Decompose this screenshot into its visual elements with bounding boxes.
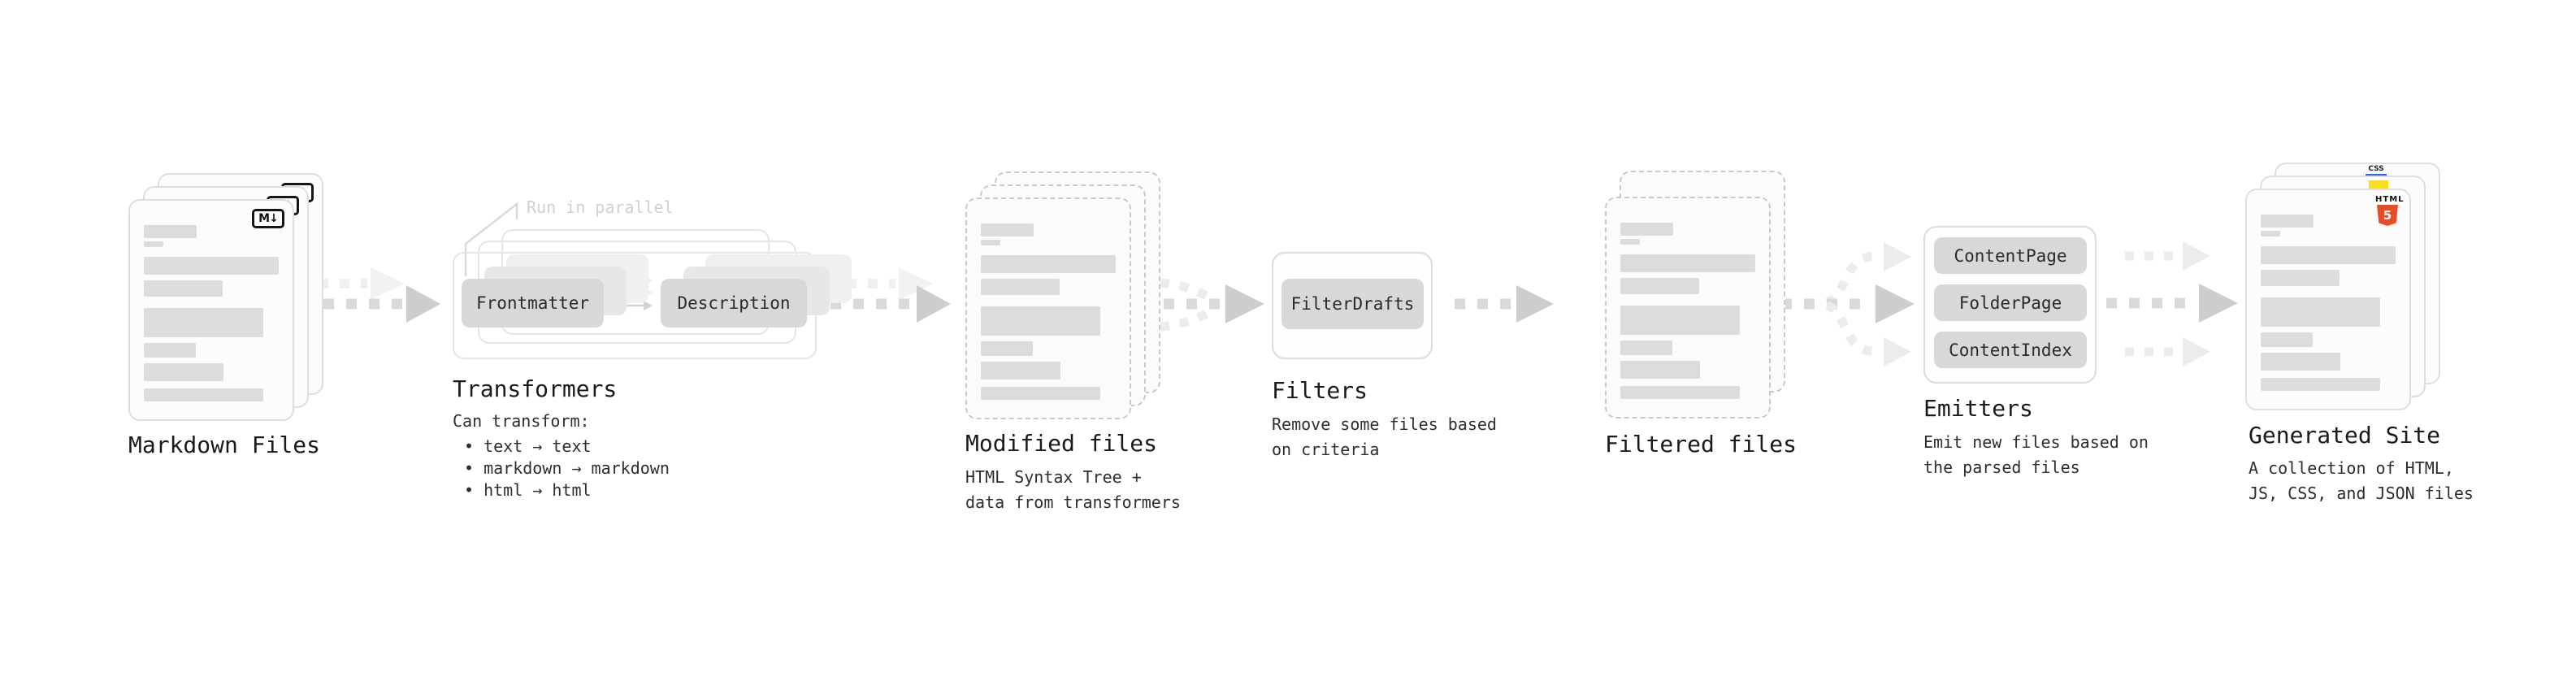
modified-files-stack	[965, 171, 1164, 423]
run-in-parallel-annotation: Run in parallel	[527, 197, 674, 217]
markdown-files-label: Markdown Files	[128, 432, 321, 458]
description-chip: Description	[661, 279, 807, 327]
modified-files-description: HTML Syntax Tree + data from transformer…	[965, 465, 1181, 515]
filtered-file-card	[1605, 197, 1771, 419]
filters-desc-line: Remove some files based	[1272, 414, 1497, 434]
transformers-desc-item: • markdown → markdown	[464, 458, 670, 478]
modified-files-label: Modified files	[965, 430, 1158, 457]
frontmatter-chip: Frontmatter	[462, 279, 604, 327]
filters-label: Filters	[1272, 377, 1368, 404]
arrow-filtered-to-emitters-icon	[1781, 242, 1915, 367]
document-placeholder-lines	[130, 201, 293, 401]
modified-files-desc-line: data from transformers	[965, 492, 1181, 512]
folderpage-chip: FolderPage	[1934, 284, 2087, 321]
contentpage-chip: ContentPage	[1934, 237, 2087, 274]
arrow-markdown-to-transformers-icon	[297, 267, 440, 323]
html5-icon: HTML 5	[2375, 195, 2404, 226]
run-in-parallel-leader-line	[464, 202, 518, 276]
generated-site-desc-line: JS, CSS, and JSON files	[2249, 484, 2474, 503]
arrow-filters-to-filtered-icon	[1455, 285, 1554, 323]
generated-site-label: Generated Site	[2249, 422, 2441, 449]
generated-site-desc-line: A collection of HTML,	[2249, 458, 2454, 478]
html-file-card: HTML 5	[2245, 189, 2411, 410]
arrow-modified-to-filters-icon	[1140, 277, 1264, 332]
transformers-desc-item: • html → html	[464, 480, 592, 500]
modified-files-desc-line: HTML Syntax Tree +	[965, 467, 1142, 487]
generated-site-description: A collection of HTML, JS, CSS, and JSON …	[2249, 456, 2474, 506]
contentindex-chip: ContentIndex	[1934, 332, 2087, 368]
modified-file-card	[965, 197, 1131, 419]
document-placeholder-lines	[1607, 198, 1769, 399]
transformers-label: Transformers	[453, 375, 618, 402]
document-placeholder-lines	[2247, 190, 2409, 391]
filters-description: Remove some files based on criteria	[1272, 412, 1497, 462]
arrow-transformers-to-modified-icon	[826, 267, 951, 323]
emitters-desc-line: Emit new files based on	[1923, 432, 2149, 452]
transformers-desc-item: • text → text	[464, 436, 592, 456]
emitters-label: Emitters	[1923, 395, 2033, 422]
filtered-files-stack	[1605, 171, 1789, 423]
filterdrafts-chip: FilterDrafts	[1281, 279, 1424, 329]
arrow-emitters-to-site-icon	[2106, 241, 2238, 367]
emitters-desc-line: the parsed files	[1923, 458, 2080, 477]
markdown-icon: M↓	[252, 209, 284, 228]
markdown-files-stack: M↓ M↓ M↓	[128, 173, 327, 425]
document-placeholder-lines	[967, 199, 1130, 400]
transformers-desc-title: Can transform:	[453, 411, 590, 431]
transformers-description: Can transform: • text → text • markdown …	[453, 410, 670, 501]
markdown-file-card: M↓	[128, 199, 294, 421]
filters-desc-line: on criteria	[1272, 440, 1380, 459]
generated-site-stack: CSS HTML 5	[2245, 163, 2444, 414]
emitters-description: Emit new files based on the parsed files	[1923, 430, 2149, 480]
filtered-files-label: Filtered files	[1605, 431, 1798, 458]
